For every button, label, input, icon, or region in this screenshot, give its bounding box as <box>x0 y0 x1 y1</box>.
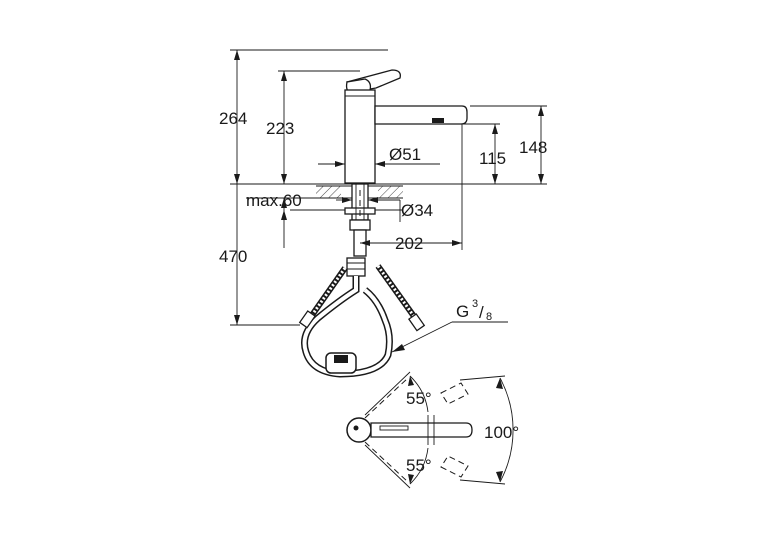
faucet-spout <box>374 105 468 125</box>
dim-hole-diameter: Ø34 <box>401 201 433 220</box>
faucet-elevation <box>344 69 468 184</box>
thread-base: G <box>456 302 469 321</box>
vertical-dimensions-right <box>318 105 547 250</box>
swivel-upper-ghost <box>364 377 469 419</box>
thread-numerator: 3 <box>472 298 478 310</box>
dim-spout-height: 148 <box>519 138 547 157</box>
angle-pullout-range: 100° <box>484 423 519 442</box>
dim-total-height: 264 <box>219 109 247 128</box>
dim-outlet-height: 115 <box>479 149 506 168</box>
hose-connector <box>346 257 366 277</box>
thread-callout: G 3 / 8 <box>391 298 508 353</box>
left-supply-hose <box>298 266 348 329</box>
swivel-lower-ghost <box>364 441 469 483</box>
thread-denominator: 8 <box>486 311 492 323</box>
angle-swivel-upper: 55° <box>406 389 432 408</box>
spray-head-button <box>432 118 444 123</box>
dim-hose-length: 470 <box>219 247 247 266</box>
arc-lower-55 <box>409 447 429 485</box>
arc-upper-55 <box>409 375 429 413</box>
faucet-body <box>344 89 376 184</box>
faucet-plan-view <box>346 371 514 489</box>
plan-body-circle <box>346 417 372 443</box>
countertop-section <box>230 183 468 245</box>
dim-deck-thickness: max.60 <box>246 191 302 210</box>
arc-100 <box>499 377 514 483</box>
thread-slash: / <box>479 303 484 322</box>
angle-swivel-lower: 55° <box>406 456 432 475</box>
vertical-dimensions-left <box>230 49 388 326</box>
dim-spout-top-height: 223 <box>266 119 294 138</box>
right-supply-hose <box>375 264 426 332</box>
dim-reach: 202 <box>395 234 423 253</box>
dim-body-diameter: Ø51 <box>389 145 421 164</box>
